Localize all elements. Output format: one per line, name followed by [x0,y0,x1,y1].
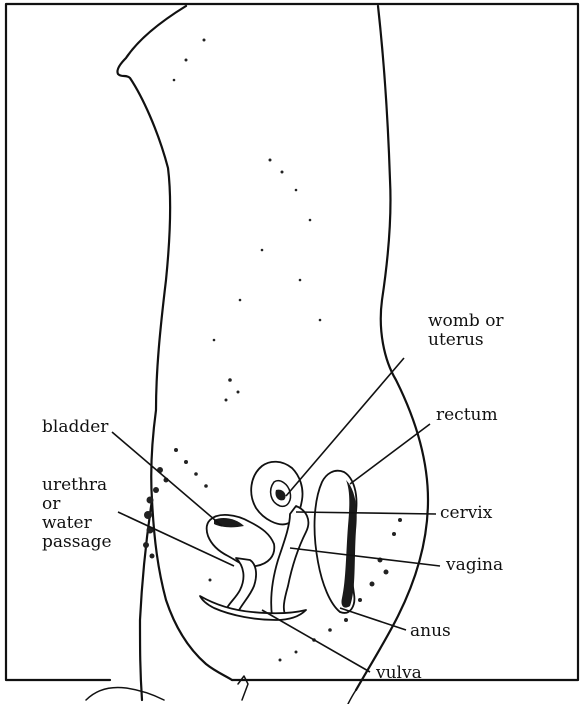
label-anus: anus [410,622,451,641]
label-womb-line1: womb or [428,312,504,331]
leader-vulva [262,610,370,672]
label-rectum: rectum [436,406,498,425]
urethra-shape [226,558,256,612]
shading [143,39,402,662]
label-bladder: bladder [42,418,108,437]
leader-vagina [290,548,440,566]
label-urethra-line3: water [42,514,112,533]
leg-back-outline [348,690,356,704]
leader-rectum [350,424,430,484]
label-urethra-line4: passage [42,533,112,552]
label-womb: womb or uterus [428,312,504,350]
label-vagina: vagina [446,556,503,575]
label-womb-line2: uterus [428,331,504,350]
body-outline-back [356,6,428,690]
label-urethra-line1: urethra [42,476,112,495]
label-urethra: urethra or water passage [42,476,112,552]
label-cervix: cervix [440,504,492,523]
vulva-base [200,596,306,620]
label-urethra-line2: or [42,495,112,514]
leader-bladder [112,432,222,526]
label-vulva: vulva [376,664,422,683]
bottom-scribble [86,688,164,701]
body-outline-front [117,6,232,680]
